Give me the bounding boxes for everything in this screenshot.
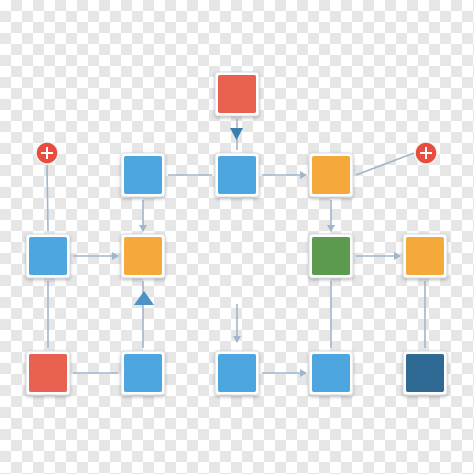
connector-start-left-to-r2-blue <box>46 164 49 232</box>
start-left-plus-icon <box>35 141 59 165</box>
flow-node-r2-green <box>308 233 354 279</box>
flow-node-r3-blue-b <box>214 350 260 396</box>
glyph-layer <box>134 128 243 305</box>
triangle-down-arrow-icon <box>230 128 243 140</box>
flow-node-r3-blue-c <box>308 350 354 396</box>
flow-node-r1-blue-a <box>120 152 166 198</box>
connector-layer <box>46 119 426 377</box>
flow-node-top-red <box>214 71 260 117</box>
marker-layer <box>35 141 438 165</box>
node-layer <box>25 71 448 396</box>
flow-node-r3-blue-a <box>120 350 166 396</box>
flow-node-r2-orange <box>120 233 166 279</box>
flow-node-r3-red <box>25 350 71 396</box>
flow-node-r1-blue-b <box>214 152 260 198</box>
flow-node-r2-orange-right <box>402 233 448 279</box>
flow-node-r1-orange <box>308 152 354 198</box>
start-right-plus-icon <box>414 141 438 165</box>
triangle-up-arrow-icon <box>134 291 154 305</box>
flow-node-r3-navy <box>402 350 448 396</box>
connector-r1-orange-to-start-right <box>355 152 415 176</box>
flow-node-r2-blue <box>25 233 71 279</box>
